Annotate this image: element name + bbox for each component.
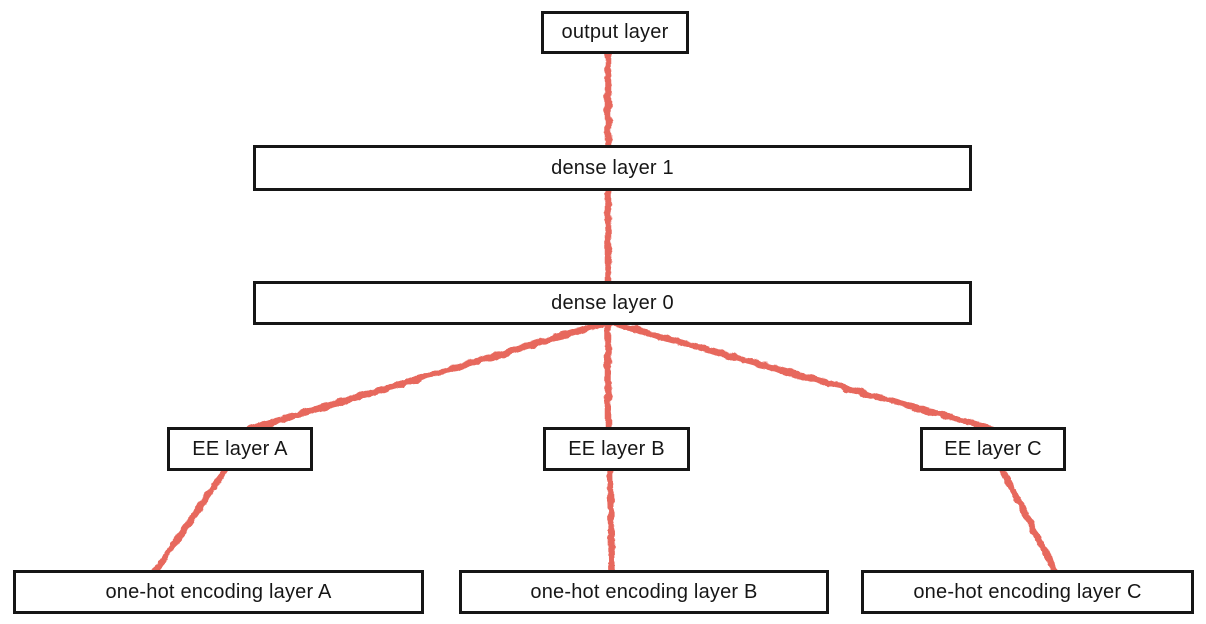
node-onehot-encoding-layer-a: one-hot encoding layer A [13,570,424,614]
node-ee-layer-a-label: EE layer A [192,437,288,460]
node-dense-layer-0: dense layer 0 [253,281,972,325]
node-ee-layer-c: EE layer C [920,427,1066,471]
node-onehot-encoding-layer-c-label: one-hot encoding layer C [913,580,1142,603]
edge-dense0-eeC [604,318,997,433]
node-output-layer-label: output layer [561,21,669,43]
node-ee-layer-b: EE layer B [543,427,690,471]
edge-eeB-onehotB [606,465,616,577]
node-onehot-encoding-layer-b: one-hot encoding layer B [459,570,829,614]
node-dense-layer-1-label: dense layer 1 [551,156,674,179]
node-ee-layer-a: EE layer A [167,427,313,471]
node-dense-layer-1: dense layer 1 [253,145,972,191]
node-dense-layer-0-label: dense layer 0 [551,291,674,314]
node-onehot-encoding-layer-a-label: one-hot encoding layer A [105,580,332,603]
edge-eeC-onehotC [998,465,1060,577]
node-ee-layer-c-label: EE layer C [944,437,1042,460]
edge-eeA-onehotA [150,465,230,577]
node-onehot-encoding-layer-b-label: one-hot encoding layer B [530,580,758,603]
node-ee-layer-b-label: EE layer B [568,437,665,460]
node-output-layer: output layer [541,11,689,54]
edge-dense0-eeA [246,318,612,433]
node-onehot-encoding-layer-c: one-hot encoding layer C [861,570,1194,614]
